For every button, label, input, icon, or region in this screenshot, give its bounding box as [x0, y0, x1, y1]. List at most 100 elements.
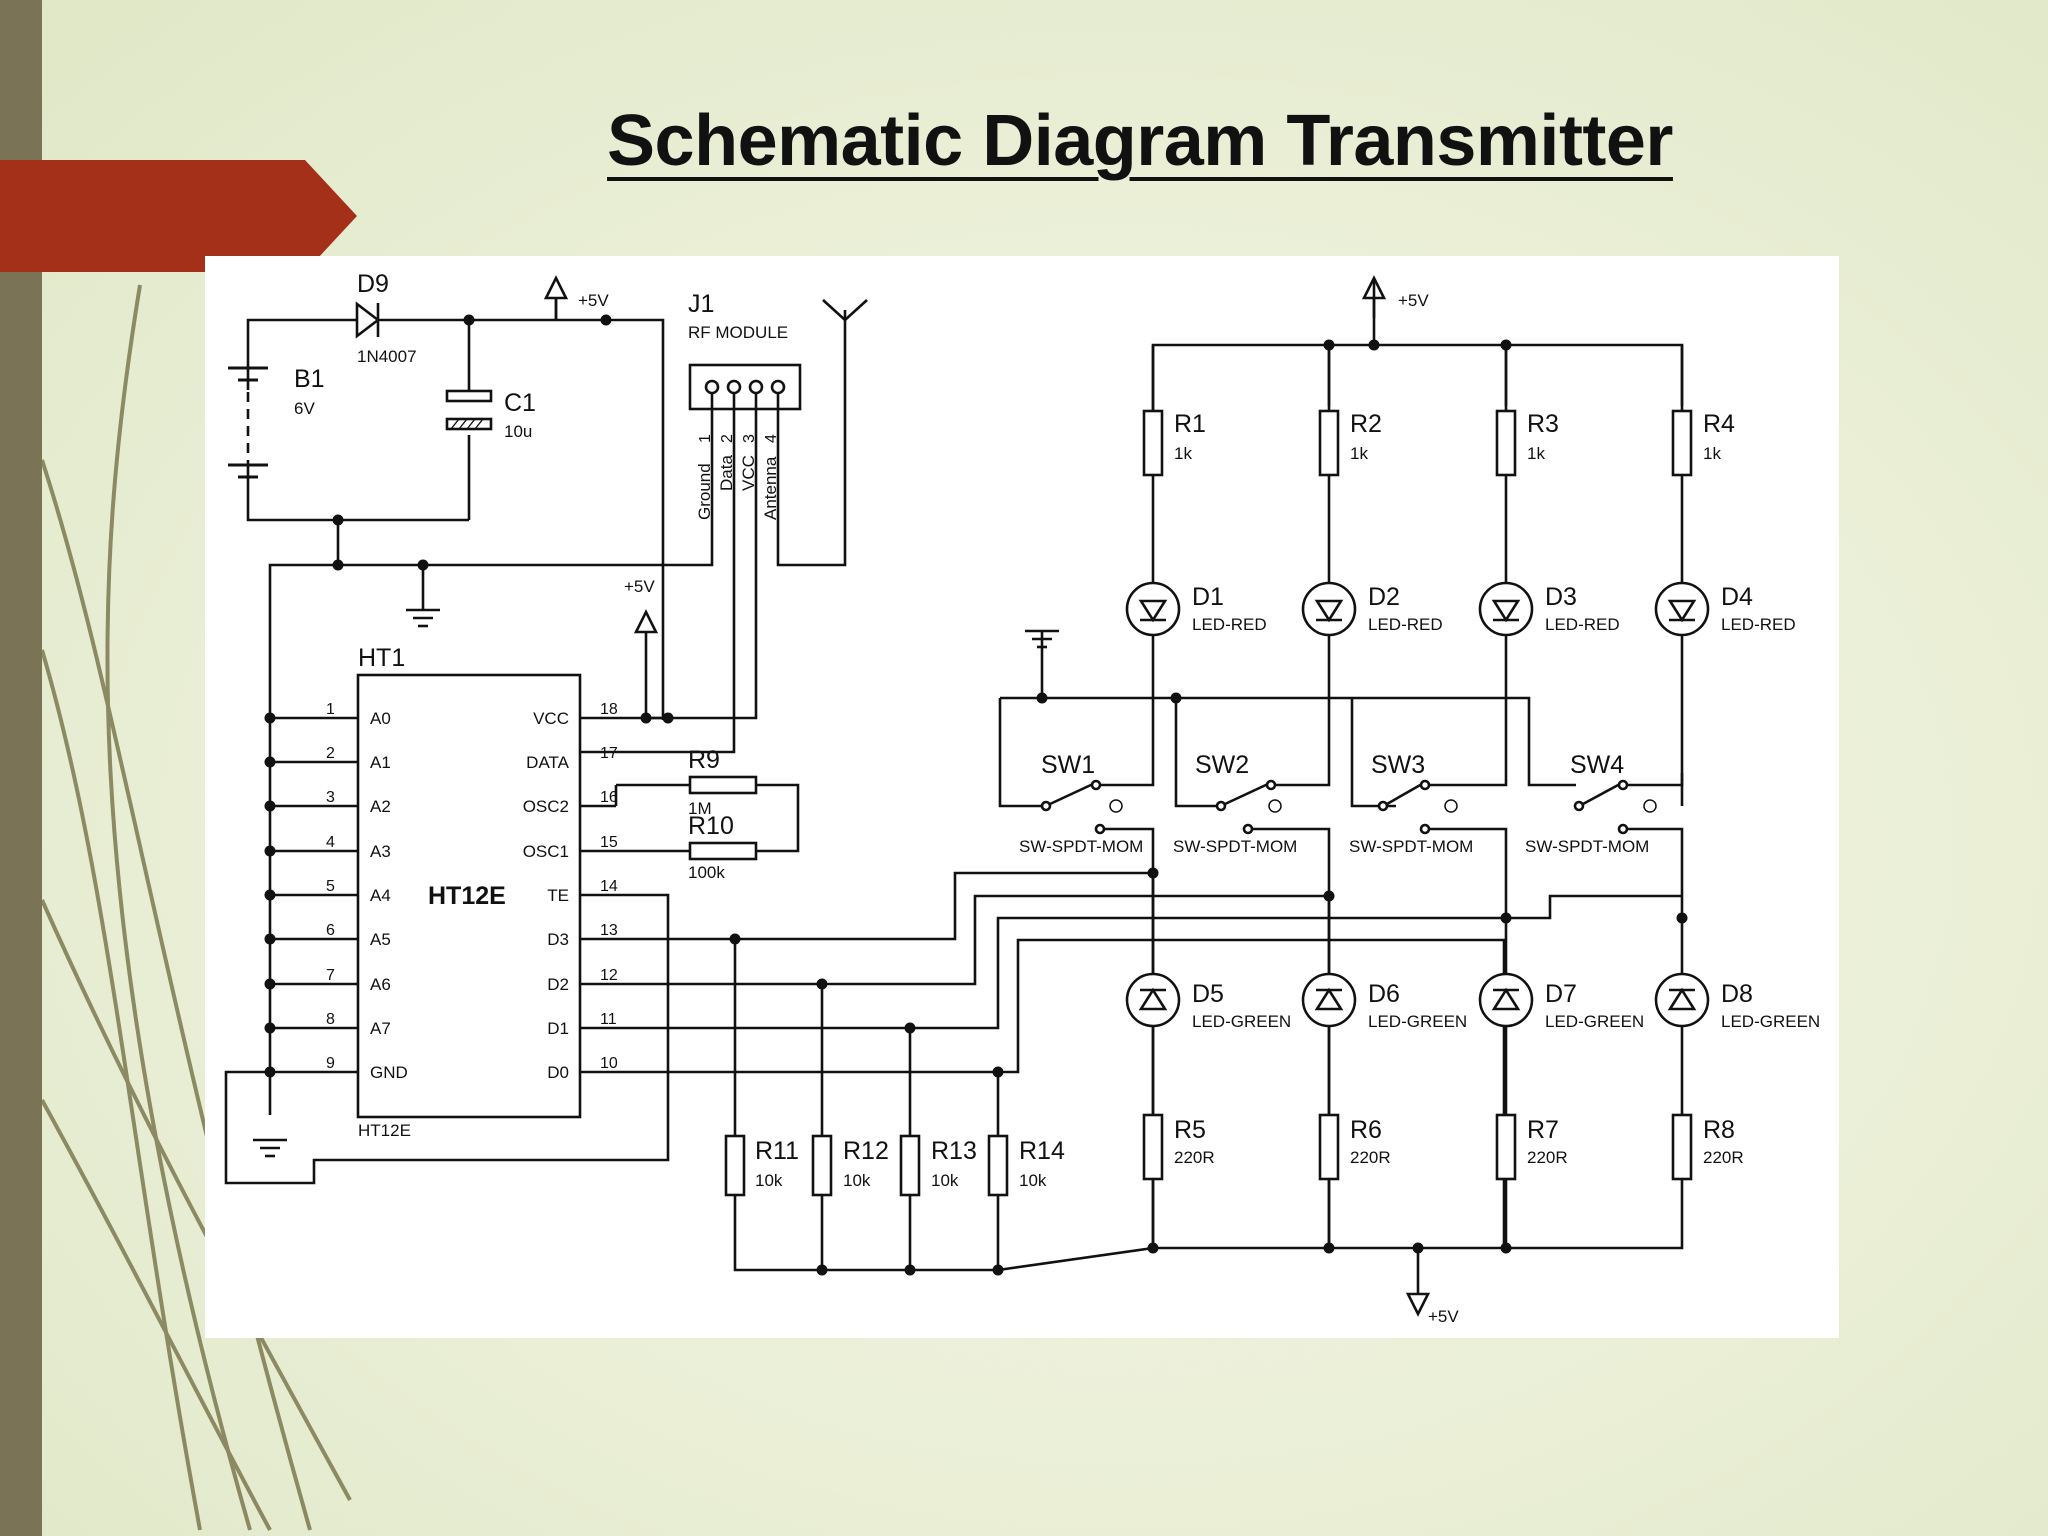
pin-d0: D0 [547, 1063, 569, 1082]
sw2-val: SW-SPDT-MOM [1173, 837, 1297, 856]
c1-ref: C1 [504, 389, 536, 417]
pin-a6: A6 [370, 975, 391, 994]
pin-a3: A3 [370, 842, 391, 861]
b1-ref: B1 [294, 365, 325, 393]
vplus-label-3: +5V [1398, 291, 1429, 310]
r1-ref: R1 [1174, 410, 1206, 438]
resistors-r9-r10 [614, 775, 800, 861]
schematic-panel: B1 6V D9 1N4007 C1 10u +5V +5V +5V +5V J… [205, 256, 1839, 1338]
bottom-resistor-labels: R5 220R R6 220R R7 220R R8 220R [1174, 1116, 1744, 1167]
r1-val: 1k [1174, 444, 1192, 463]
r12-val: 10k [843, 1171, 871, 1190]
r2-ref: R2 [1350, 410, 1382, 438]
pin-a0: A0 [370, 709, 391, 728]
r2-val: 1k [1350, 444, 1368, 463]
pin-gnd: GND [370, 1063, 408, 1082]
pinnum-3: 3 [326, 789, 335, 806]
pin-osc2: OSC2 [523, 797, 569, 816]
top-resistor-labels: R1 1k R2 1k R3 1k R4 1k [1174, 410, 1735, 463]
sw2-ref: SW2 [1195, 751, 1249, 779]
r10-val: 100k [688, 863, 725, 882]
diode-d9 [355, 301, 381, 339]
red-led-labels: D1 LED-RED D2 LED-RED D3 LED-RED D4 LED-… [1192, 583, 1796, 634]
ground-symbol-main [406, 608, 440, 628]
d7-val: LED-GREEN [1545, 1012, 1644, 1031]
pinnum-7: 7 [326, 967, 335, 984]
battery-b1 [228, 366, 268, 479]
d4-ref: D4 [1721, 583, 1753, 611]
junction-dots [264, 314, 1688, 1276]
pinnum-5: 5 [326, 878, 335, 895]
r6-ref: R6 [1350, 1116, 1382, 1144]
page-title: Schematic Diagram Transmitter [607, 101, 1673, 181]
pin-a7: A7 [370, 1019, 391, 1038]
pulldown-resistor-labels: R11 10k R12 10k R13 10k R14 10k [755, 1137, 1065, 1190]
r3-ref: R3 [1527, 410, 1559, 438]
b1-val: 6V [294, 399, 315, 418]
d1-ref: D1 [1192, 583, 1224, 611]
ht1-left-pin-labels: A0 A1 A2 A3 A4 A5 A6 A7 GND [370, 709, 408, 1082]
r14-ref: R14 [1019, 1137, 1065, 1165]
pinnum-17: 17 [600, 745, 618, 762]
pinnum-13: 13 [600, 922, 618, 939]
sw3-val: SW-SPDT-MOM [1349, 837, 1473, 856]
switch-ground-rail [998, 629, 1576, 808]
r5-val: 220R [1174, 1148, 1215, 1167]
ht1-name: HT12E [428, 882, 506, 910]
d8-ref: D8 [1721, 980, 1753, 1008]
top-resistors [1142, 345, 1693, 583]
r6-val: 220R [1350, 1148, 1391, 1167]
r8-ref: R8 [1703, 1116, 1735, 1144]
pin-a1: A1 [370, 753, 391, 772]
pinnum-8: 8 [326, 1011, 335, 1028]
pin-vcc: VCC [533, 709, 569, 728]
d5-ref: D5 [1192, 980, 1224, 1008]
pinnum-1: 1 [326, 701, 335, 718]
ht1-right-pin-labels: VCC DATA OSC2 OSC1 TE D3 D2 D1 D0 [523, 709, 570, 1082]
vplus-label-2: +5V [624, 577, 655, 596]
pin-te: TE [547, 886, 569, 905]
pin-a5: A5 [370, 930, 391, 949]
d4-val: LED-RED [1721, 615, 1796, 634]
sw1-val: SW-SPDT-MOM [1019, 837, 1143, 856]
pinnum-12: 12 [600, 967, 618, 984]
green-led-labels: D5 LED-GREEN D6 LED-GREEN D7 LED-GREEN D… [1192, 980, 1820, 1031]
r13-val: 10k [931, 1171, 959, 1190]
r5-ref: R5 [1174, 1116, 1206, 1144]
pinnum-18: 18 [600, 701, 618, 718]
r12-ref: R12 [843, 1137, 889, 1165]
pin-d3: D3 [547, 930, 569, 949]
sw4-val: SW-SPDT-MOM [1525, 837, 1649, 856]
vplus-label-4: +5V [1428, 1307, 1459, 1326]
r8-val: 220R [1703, 1148, 1744, 1167]
d6-val: LED-GREEN [1368, 1012, 1467, 1031]
r7-val: 220R [1527, 1148, 1568, 1167]
accent-arrow-tab [0, 160, 357, 272]
pinnum-15: 15 [600, 834, 618, 851]
pinnum-14: 14 [600, 878, 618, 895]
power-symbol-5v-ht1 [633, 609, 663, 720]
d7-ref: D7 [1545, 980, 1577, 1008]
pinnum-2: 2 [326, 745, 335, 762]
pinnum-10: 10 [600, 1055, 618, 1072]
j1-ref: J1 [688, 290, 714, 318]
ht1-right-pin-numbers: 18 17 16 15 14 13 12 11 10 [600, 701, 618, 1072]
pinnum-6: 6 [326, 922, 335, 939]
ht1-left-pin-numbers: 1 2 3 4 5 6 7 8 9 [326, 701, 335, 1072]
d8-val: LED-GREEN [1721, 1012, 1820, 1031]
red-leds [1125, 581, 1710, 806]
r3-val: 1k [1527, 444, 1545, 463]
r4-ref: R4 [1703, 410, 1735, 438]
green-leds [1125, 972, 1710, 1115]
j1-connector [580, 299, 868, 754]
schematic-diagram: B1 6V D9 1N4007 C1 10u +5V +5V +5V +5V J… [224, 270, 1820, 1326]
j1-pinnum-1: 1 [697, 434, 714, 443]
switch-labels: SW1 SW-SPDT-MOM SW2 SW-SPDT-MOM SW3 SW-S… [1019, 751, 1649, 856]
sw4-ref: SW4 [1570, 751, 1624, 779]
c1-val: 10u [504, 422, 532, 441]
ht1-sub: HT12E [358, 1121, 411, 1140]
d2-val: LED-RED [1368, 615, 1443, 634]
j1-pinnum-3: 3 [741, 434, 758, 443]
j1-pin-vcc: VCC [739, 455, 758, 491]
capacitor-c1 [445, 389, 493, 431]
